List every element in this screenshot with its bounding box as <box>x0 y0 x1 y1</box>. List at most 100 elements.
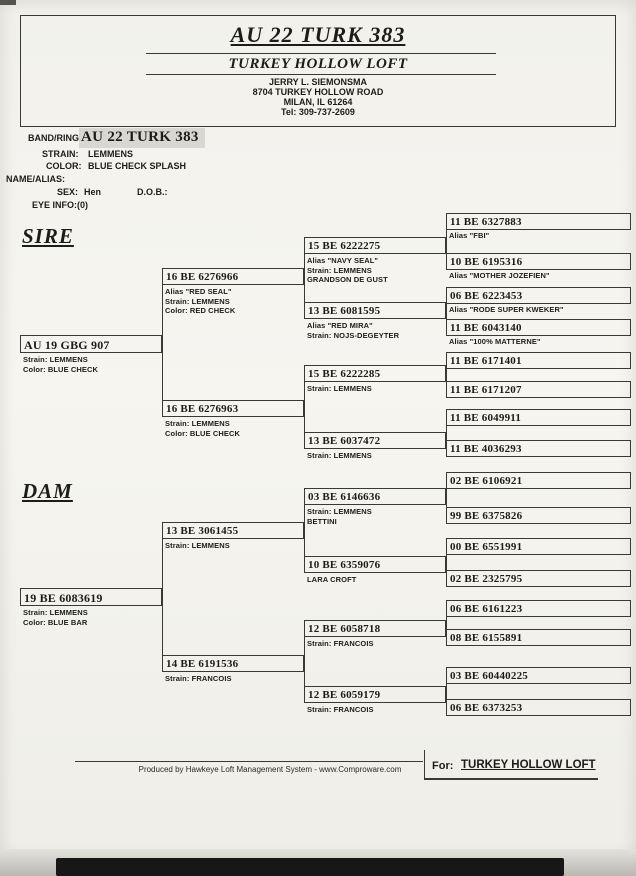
band-number: 99 BE 6375826 <box>450 510 523 522</box>
pedigree-box-g4-13: 06 BE 6161223 <box>446 600 631 617</box>
pedigree-details-g2-2: Strain: LEMMENS Color: BLUE CHECK <box>165 419 240 438</box>
pedigree-details-g2-3: Strain: LEMMENS <box>165 541 230 551</box>
for-label: For: <box>432 760 454 772</box>
detail-line: LARA CROFT <box>307 575 357 584</box>
pedigree-box-g3-5: 03 BE 6146636 <box>304 488 446 505</box>
pedigree-box-g4-14: 08 BE 6155891 <box>446 629 631 646</box>
band-ring-value: AU 22 TURK 383 <box>79 128 205 148</box>
connector-g3-g4-8 <box>446 675 447 708</box>
strain-value: LEMMENS <box>88 149 133 159</box>
pedigree-box-g1-dam: 19 BE 6083619 <box>20 588 162 606</box>
pedigree-details-g2-1: Alias "RED SEAL" Strain: LEMMENS Color: … <box>165 287 235 316</box>
detail-line: Color: BLUE BAR <box>23 617 88 627</box>
pedigree-box-g4-10: 99 BE 6375826 <box>446 507 631 524</box>
connector-g2-g3-4 <box>304 628 305 695</box>
band-number: 11 BE 6049911 <box>450 412 522 424</box>
detail-line: Strain: LEMMENS <box>165 419 230 428</box>
produced-by-text: Produced by Hawkeye Loft Management Syst… <box>138 765 402 774</box>
band-number: 14 BE 6191536 <box>166 658 239 670</box>
detail-line: Strain: FRANCOIS <box>165 674 232 683</box>
pedigree-box-g3-1: 15 BE 6222275 <box>304 237 446 254</box>
detail-line: Strain: LEMMENS <box>307 265 372 275</box>
detail-line: Alias "NAVY SEAL" <box>307 256 379 265</box>
scan-corner-mark <box>0 0 16 5</box>
pedigree-details-g3-2: Alias "RED MIRA" Strain: NOJS-DEGEYTER <box>307 321 399 340</box>
dob-label: D.O.B.: <box>137 187 168 197</box>
pedigree-details-g1-sire: Strain: LEMMENS Color: BLUE CHECK <box>23 355 98 374</box>
band-number: 13 BE 6037472 <box>308 435 381 447</box>
pedigree-details-g4-1: Alias "FBI" <box>449 231 490 240</box>
detail-line: Strain: LEMMENS <box>307 384 372 393</box>
connector-g2-g3-1 <box>304 245 305 311</box>
band-number: 03 BE 6146636 <box>308 491 381 503</box>
address-line1: 8704 TURKEY HOLLOW ROAD <box>252 87 384 97</box>
detail-line: Strain: FRANCOIS <box>307 705 374 714</box>
band-number: 06 BE 6223453 <box>450 290 523 302</box>
detail-line: Strain: LEMMENS <box>165 541 230 550</box>
pedigree-details-g1-dam: Strain: LEMMENS Color: BLUE BAR <box>23 608 88 627</box>
connector-g3-g4-7 <box>446 608 447 638</box>
band-number: 10 BE 6195316 <box>450 256 523 268</box>
connector-g1-g2-sire <box>162 276 163 409</box>
page-title: AU 22 TURK 383 <box>230 22 406 47</box>
pedigree-box-g1-sire: AU 19 GBG 907 <box>20 335 162 353</box>
band-number: 06 BE 6161223 <box>450 603 523 615</box>
detail-line: Strain: LEMMENS <box>307 451 372 460</box>
band-number: 11 BE 6327883 <box>450 216 522 228</box>
header-rule-top <box>146 53 496 54</box>
pedigree-details-g3-5: Strain: LEMMENS BETTINI <box>307 507 372 526</box>
detail-line: Color: BLUE CHECK <box>165 428 241 438</box>
pedigree-details-g3-8: Strain: FRANCOIS <box>307 705 374 715</box>
band-number: 16 BE 6276963 <box>166 403 239 415</box>
detail-line: BETTINI <box>307 516 337 526</box>
pedigree-box-g4-2: 10 BE 6195316 <box>446 253 631 270</box>
pedigree-details-g2-4: Strain: FRANCOIS <box>165 674 232 684</box>
band-number: 08 BE 6155891 <box>450 632 523 644</box>
connector-g3-g4-1 <box>446 221 447 262</box>
band-number: 15 BE 6222275 <box>308 240 381 252</box>
detail-line: Color: BLUE CHECK <box>23 364 99 374</box>
pedigree-box-g3-4: 13 BE 6037472 <box>304 432 446 449</box>
band-number: 11 BE 6171401 <box>450 355 522 367</box>
band-number: 02 BE 6106921 <box>450 475 523 487</box>
pedigree-box-g4-11: 00 BE 6551991 <box>446 538 631 555</box>
connector-g3-g4-2 <box>446 295 447 328</box>
pedigree-details-g3-7: Strain: FRANCOIS <box>307 639 374 649</box>
detail-line: Strain: LEMMENS <box>23 355 88 364</box>
detail-line: Strain: LEMMENS <box>307 507 372 516</box>
band-number: 15 BE 6222285 <box>308 368 381 380</box>
name-alias-label: NAME/ALIAS: <box>6 174 65 184</box>
connector-g3-g4-6 <box>446 546 447 579</box>
pedigree-details-g3-1: Alias "NAVY SEAL" Strain: LEMMENS GRANDS… <box>307 256 388 285</box>
band-number: 00 BE 6551991 <box>450 541 523 553</box>
pedigree-box-g4-9: 02 BE 6106921 <box>446 472 631 489</box>
pedigree-box-g4-16: 06 BE 6373253 <box>446 699 631 716</box>
band-ring-label: BAND/RING: <box>28 133 82 143</box>
pedigree-box-g4-4: 11 BE 6043140 <box>446 319 631 336</box>
pedigree-box-g4-3: 06 BE 6223453 <box>446 287 631 304</box>
pedigree-box-g2-1: 16 BE 6276966 <box>162 268 304 285</box>
phone: Tel: 309-737-2609 <box>281 107 355 117</box>
connector-g2-g3-2 <box>304 373 305 441</box>
detail-line: Strain: LEMMENS <box>165 296 230 306</box>
pedigree-details-g4-2: Alias "MOTHER JOZEFIEN" <box>449 271 550 280</box>
band-number: 13 BE 6081595 <box>308 305 381 317</box>
band-number: 11 BE 6043140 <box>450 322 522 334</box>
band-number: 13 BE 3061455 <box>166 525 239 537</box>
connector-g3-g4-4 <box>446 417 447 449</box>
pedigree-details-g3-3: Strain: LEMMENS <box>307 384 372 394</box>
pedigree-box-g3-8: 12 BE 6059179 <box>304 686 446 703</box>
pedigree-details-g4-3: Alias "RODE SUPER KWEKER" <box>449 305 564 314</box>
pedigree-box-g2-2: 16 BE 6276963 <box>162 400 304 417</box>
connector-g3-g4-5 <box>446 480 447 516</box>
sire-section-label: SIRE <box>22 224 74 248</box>
address-line2: MILAN, IL 61264 <box>283 97 353 107</box>
header-rule-bottom <box>146 74 496 75</box>
pedigree-box-g4-7: 11 BE 6049911 <box>446 409 631 426</box>
pedigree-box-g4-8: 11 BE 4036293 <box>446 440 631 457</box>
dam-section-label: DAM <box>22 479 73 503</box>
band-number: 11 BE 4036293 <box>450 443 522 455</box>
detail-line: Strain: LEMMENS <box>23 608 88 617</box>
pedigree-details-g3-6: LARA CROFT <box>307 575 356 585</box>
